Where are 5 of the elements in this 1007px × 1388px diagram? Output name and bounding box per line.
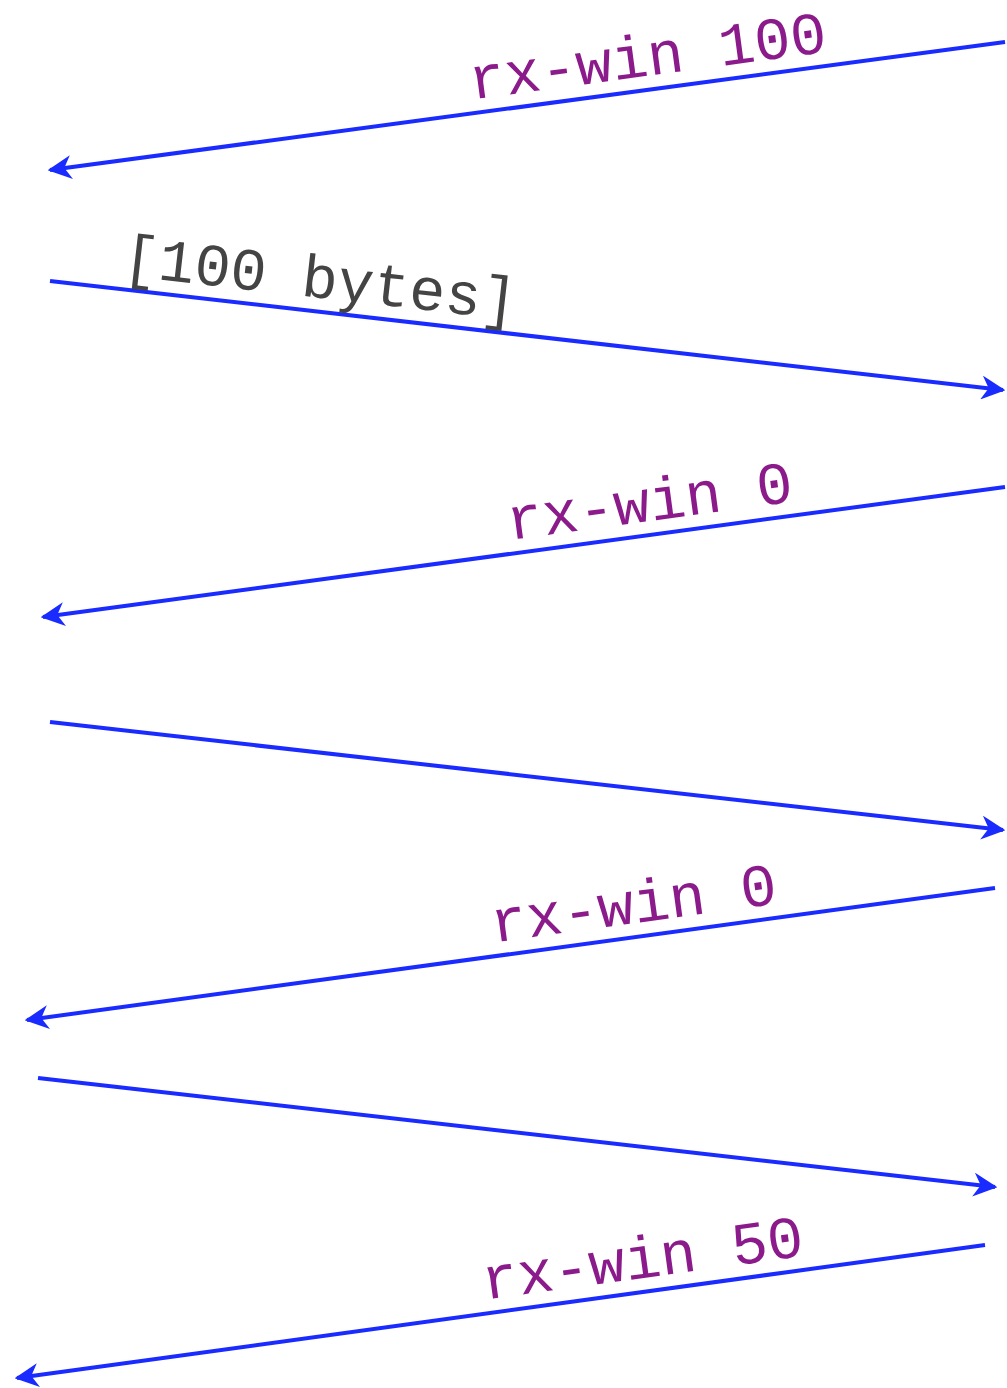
message-label: rx-win 50 [477, 1206, 808, 1318]
message-label: [100 bytes] [119, 225, 521, 339]
message-label: rx-win 0 [486, 853, 782, 961]
message-label: rx-win 0 [502, 451, 798, 558]
message-label: rx-win 100 [464, 2, 831, 118]
